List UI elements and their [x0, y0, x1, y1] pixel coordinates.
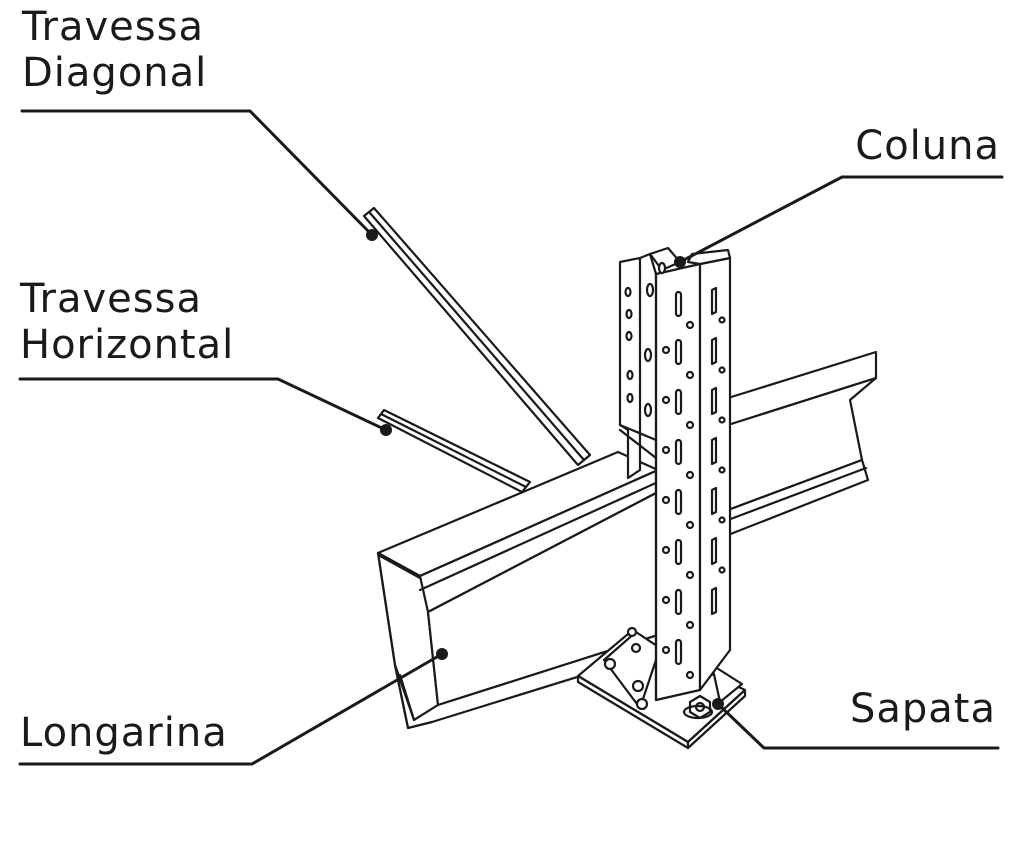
sapata-part — [576, 626, 747, 750]
leader-dot-sapata — [712, 698, 724, 710]
leader-longarina — [18, 652, 444, 766]
leader-sapata — [716, 702, 1000, 750]
leader-dot-longarina — [436, 648, 448, 660]
coluna-part — [618, 246, 732, 702]
leader-dot-travessa-horizontal — [380, 424, 392, 436]
label-longarina: Longarina — [20, 710, 228, 756]
label-sapata-text: Sapata — [850, 686, 996, 732]
leader-dot-travessa-diagonal — [366, 229, 378, 241]
label-travessa-horizontal-line2: Horizontal — [20, 322, 235, 368]
longarina-back-part — [726, 350, 878, 537]
label-travessa-diagonal: Travessa Diagonal — [22, 4, 207, 96]
leader-travessa-diagonal — [20, 109, 374, 237]
travessa-horizontal-part — [376, 408, 532, 494]
coluna-side-slots — [710, 286, 726, 616]
longarina-front-part — [376, 450, 660, 730]
leader-travessa-horizontal — [18, 377, 388, 432]
leader-coluna — [678, 175, 1004, 264]
label-coluna-text: Coluna — [855, 123, 1000, 169]
label-travessa-horizontal: Travessa Horizontal — [20, 276, 234, 368]
leader-dot-coluna — [674, 256, 686, 268]
label-longarina-text: Longarina — [20, 710, 228, 756]
travessa-diagonal-part — [362, 206, 592, 467]
coluna-flange-holes — [624, 261, 667, 418]
label-sapata: Sapata — [850, 686, 996, 732]
coluna-front-slots — [661, 290, 695, 680]
label-coluna: Coluna — [855, 123, 1000, 169]
label-travessa-horizontal-line1: Travessa — [20, 276, 202, 322]
label-travessa-diagonal-line2: Diagonal — [22, 50, 208, 96]
label-travessa-diagonal-line1: Travessa — [22, 4, 204, 50]
